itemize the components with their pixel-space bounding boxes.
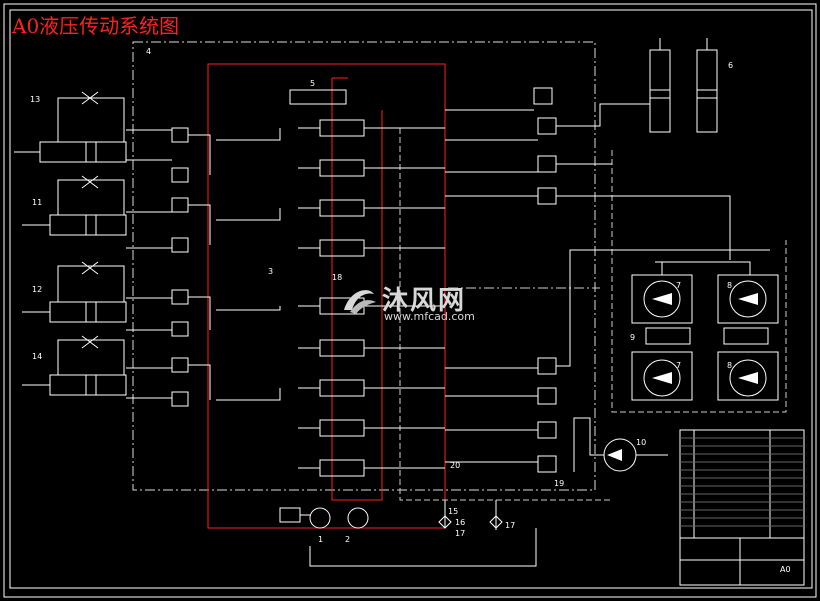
valve-5 [289,89,347,105]
pumps-1-2 [279,500,537,567]
label-17b: 17 [505,521,515,530]
manifold-inner [331,77,383,501]
watermark-logo [344,290,376,314]
watermark-url: www.mfcad.com [384,310,475,323]
inner-border [9,9,813,589]
label-8a: 8 [727,281,732,290]
outer-border [3,3,817,598]
label-1: 1 [318,535,323,544]
cylinder-12 [22,301,127,323]
label-17a: 17 [455,529,465,538]
valve-9-right [723,327,769,345]
cylinder-13 [14,141,127,163]
label-16: 16 [455,518,465,527]
label-4: 4 [146,47,151,56]
motor-arrows [652,293,758,384]
label-5: 5 [310,79,315,88]
label-6: 6 [728,61,733,70]
cylinder-check-loops [57,91,125,375]
label-12: 12 [32,285,42,294]
sheet-size: A0 [780,565,791,574]
pump-group-boundary [611,150,787,413]
right-valves [445,87,770,473]
label-7b: 7 [676,361,681,370]
label-3: 3 [268,267,273,276]
label-10: 10 [636,438,646,447]
return-line-20 [399,128,612,501]
filters [438,515,503,529]
label-2: 2 [345,535,350,544]
label-13: 13 [30,95,40,104]
title-block-rows [680,437,804,527]
watermark: 沐风网 www.mfcad.com [340,280,490,324]
assembly-boundary [132,41,596,491]
label-7a: 7 [676,281,681,290]
cylinder-11 [22,214,127,236]
label-18: 18 [332,273,342,282]
label-11: 11 [32,198,42,207]
directional-valves [216,89,445,477]
label-19: 19 [554,479,564,488]
label-8b: 8 [727,361,732,370]
title-block [679,429,805,586]
cylinder-6 [649,38,718,133]
label-15: 15 [448,507,458,516]
label-14: 14 [32,352,42,361]
motors-7-8 [631,261,779,401]
watermark-text: 沐风网 [382,286,467,316]
relief-valves-left [126,127,211,407]
cylinder-14 [22,374,127,396]
label-20: 20 [450,461,460,470]
drawing-title: A0液压传动系统图 [12,14,180,38]
label-9: 9 [630,333,635,342]
valve-9-left [645,327,691,345]
pump-10 [573,417,668,472]
